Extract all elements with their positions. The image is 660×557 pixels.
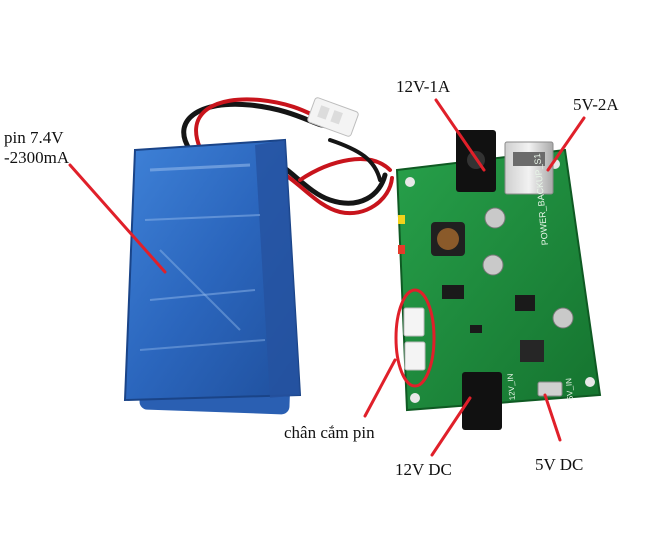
arrow-battery-connector (363, 358, 397, 418)
input-5v-label: 5V DC (535, 455, 584, 474)
battery-spec-line1: pin 7.4V (4, 128, 64, 147)
battery-connector-2 (404, 341, 426, 371)
connector-highlight-ellipse (394, 288, 436, 388)
battery-pack (123, 138, 302, 415)
arrow-5v-out (546, 116, 586, 172)
silkscreen-12vin: 12V_IN (506, 373, 517, 401)
battery-spec-label: pin 7.4V -2300mA (4, 128, 69, 168)
battery-plug (307, 97, 359, 137)
micro-usb-5v-in (537, 381, 563, 397)
output-5v-label: 5V-2A (573, 95, 619, 114)
capacitor (484, 207, 506, 229)
arrow-battery (68, 163, 167, 274)
arrow-5v-in (543, 393, 562, 442)
battery-connector-1 (403, 307, 425, 337)
capacitor (552, 307, 574, 329)
usb-port-5v (504, 141, 554, 195)
barrel-jack-12v-in (462, 372, 502, 430)
arrow-12v-out (434, 98, 486, 172)
silkscreen-5vin: 5V_IN (564, 377, 575, 400)
battery-connector-label: chân cắm pin (284, 423, 375, 442)
input-12v-label: 12V DC (395, 460, 452, 479)
pcb-board: POWER_BACKUP_S1 12V_IN 5V_IN (395, 130, 602, 430)
output-12v-label: 12V-1A (396, 77, 451, 96)
capacitor (482, 254, 504, 276)
arrow-12v-in (430, 396, 472, 457)
battery-spec-line2: -2300mA (4, 148, 70, 167)
annotation-arrows (68, 98, 586, 457)
